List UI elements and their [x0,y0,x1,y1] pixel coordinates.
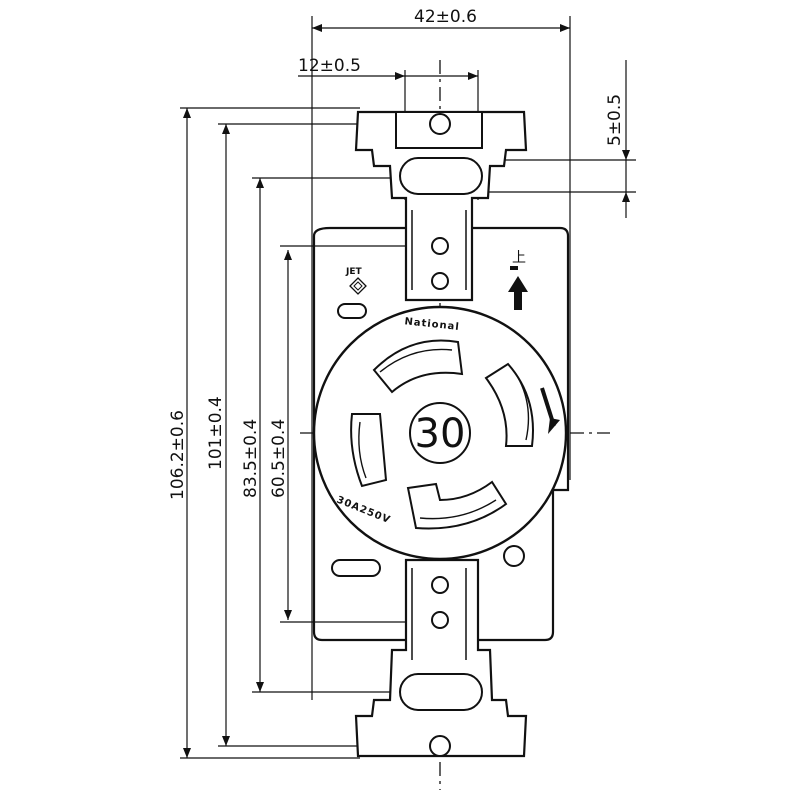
label-overall-height: 106.2±0.6 [168,410,188,500]
bottom-mounting-strap [354,558,528,758]
label-slot-offset: 5±0.5 [605,94,625,146]
dim-total-width [311,16,571,700]
top-mount-screw [429,113,451,135]
top-mounting-strap [354,110,528,302]
cert-mark-icon [349,277,367,295]
label-bolt-offset: 12±0.5 [298,56,361,76]
blade-slot-top [372,339,464,394]
center-ring [409,402,471,464]
cert-label: JET [345,267,362,277]
label-mount-height: 101±0.4 [206,396,226,470]
blade-slot-bottom [406,480,508,530]
top-strap-slot [399,157,483,195]
back-plate [312,226,570,642]
blade-slot-left [350,413,388,488]
plate-slot-bottom [331,559,381,577]
bottom-strap-slot [399,673,483,711]
top-direction-label: 上 [512,250,526,266]
bottom-mount-screw [429,735,451,757]
label-total-width: 42±0.6 [414,7,477,27]
dim-overall-height [180,107,360,759]
rating-label: 30 [415,411,466,457]
up-arrow-icon [508,276,528,310]
label-slot-height: 83.5±0.4 [241,419,261,498]
dim-slot-height [252,177,405,693]
plate-slot-top [337,303,367,319]
label-plate-height: 60.5±0.4 [269,419,289,498]
plate-hole [503,545,525,567]
